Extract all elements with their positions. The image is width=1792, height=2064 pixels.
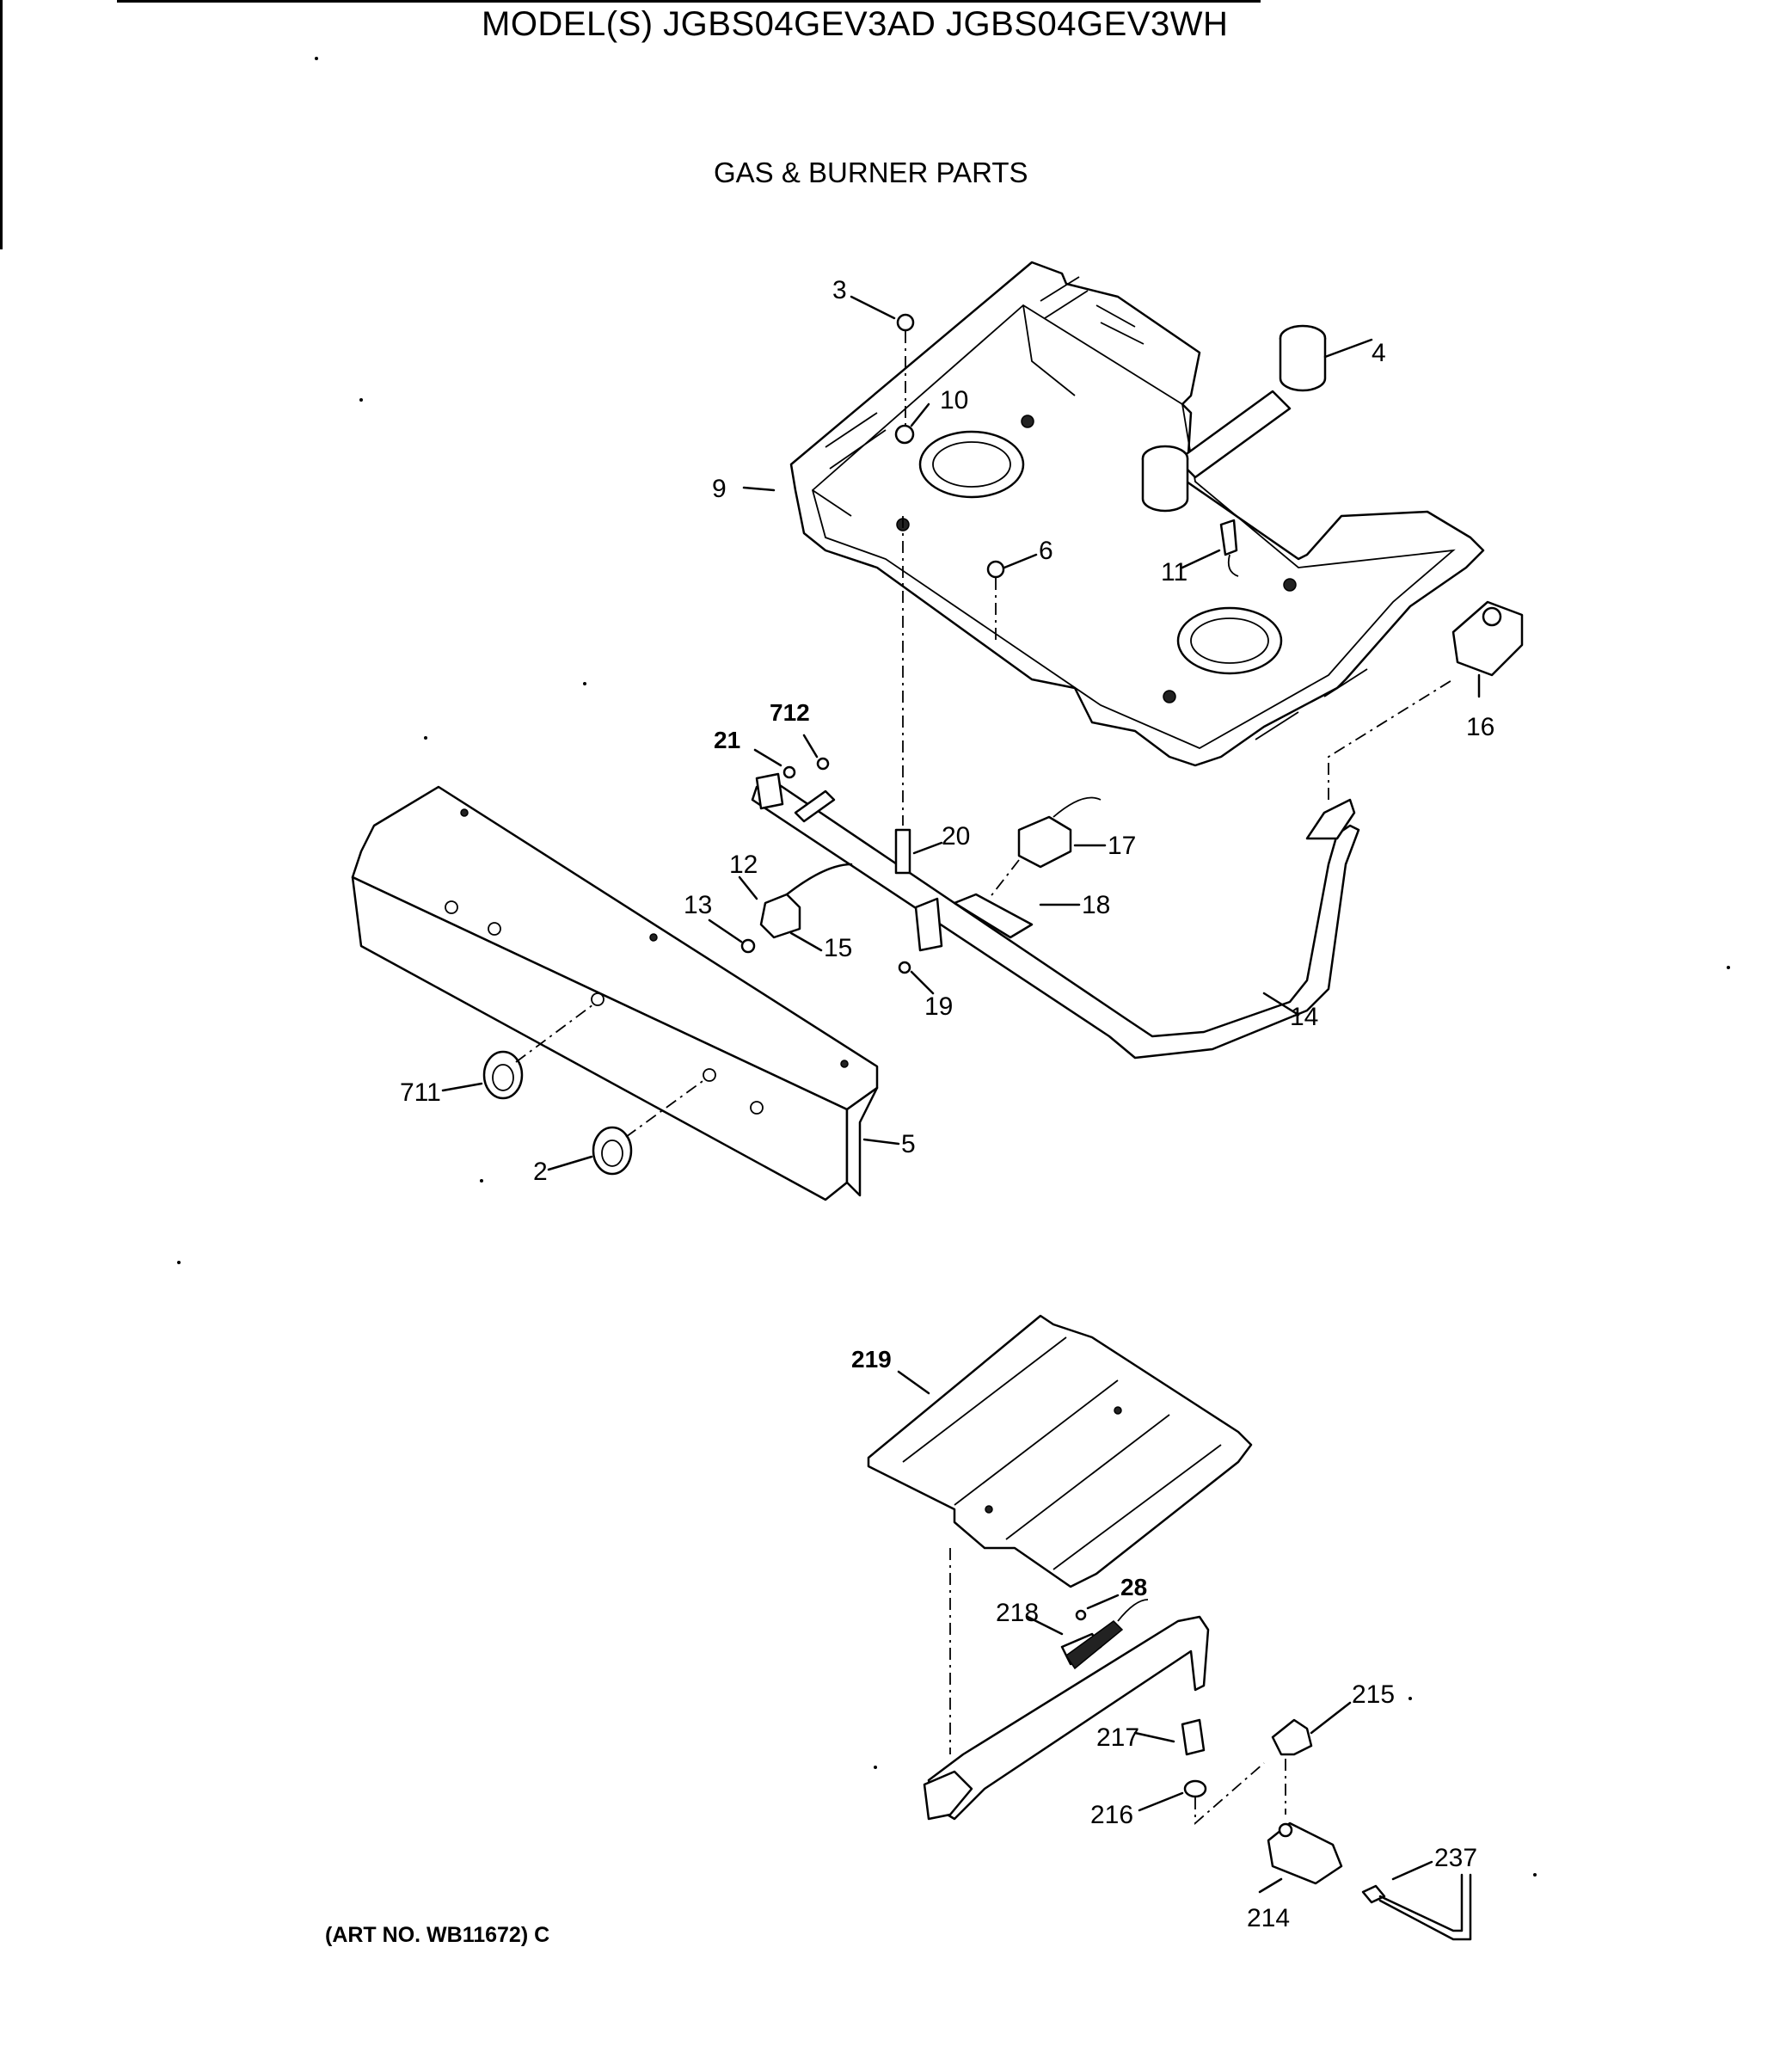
callout-12: 12: [729, 851, 758, 879]
callout-20: 20: [942, 822, 970, 851]
burner-baffle-part-219: [867, 1314, 1253, 1588]
section-title: GAS & BURNER PARTS: [714, 157, 1028, 188]
page-edge-mark: [0, 0, 3, 249]
callout-217: 217: [1096, 1723, 1139, 1752]
callout-16: 16: [1466, 713, 1494, 741]
callout-215: 215: [1352, 1680, 1395, 1709]
callout-218: 218: [996, 1599, 1039, 1627]
callout-712: 712: [770, 699, 810, 726]
screw-part-6: [986, 553, 1038, 641]
callout-21: 21: [714, 727, 740, 753]
callout-28: 28: [1120, 1574, 1147, 1600]
nut-part-216: [1138, 1762, 1265, 1825]
art-number: (ART NO. WB11672) C: [325, 1923, 550, 1947]
callout-2: 2: [533, 1158, 548, 1186]
callout-9: 9: [712, 475, 727, 503]
switch-part-17: [1017, 796, 1107, 869]
callout-10: 10: [940, 386, 968, 415]
screw-part-19: [898, 897, 943, 995]
safety-valve-part-214: [1258, 1821, 1343, 1894]
manifold-part-14: [751, 679, 1454, 1060]
callout-6: 6: [1039, 537, 1053, 565]
callout-13: 13: [684, 891, 712, 919]
header-rule: [117, 0, 1261, 3]
burner-valve-part-4: [1141, 324, 1373, 513]
callout-219: 219: [851, 1346, 892, 1373]
screw-part-3: [850, 295, 915, 439]
burner-box-part-9: [789, 261, 1485, 767]
bracket-712: [753, 734, 836, 823]
model-title: MODEL(S) JGBS04GEV3AD JGBS04GEV3WH: [482, 5, 1229, 43]
oven-burner-part-217: [923, 1615, 1210, 1821]
grommet-part-10: [894, 402, 930, 445]
callout-15: 15: [824, 934, 852, 962]
manifold-panel-part-5: [351, 785, 900, 1201]
igniter-part-11: [1181, 519, 1239, 577]
callout-711: 711: [400, 1078, 441, 1107]
valve-part-15: [708, 863, 853, 954]
knob-part-2: [547, 1078, 706, 1176]
callout-18: 18: [1082, 891, 1110, 919]
bracket-part-215: [1271, 1701, 1352, 1815]
callout-3: 3: [832, 276, 847, 304]
callout-17: 17: [1108, 832, 1136, 860]
leader-9: [742, 486, 776, 492]
stud-part-20: [894, 828, 943, 875]
callout-237: 237: [1434, 1844, 1477, 1872]
knob-part-711: [441, 1004, 594, 1100]
callout-216: 216: [1090, 1801, 1133, 1829]
tube-part-237: [1361, 1860, 1472, 1941]
callout-19: 19: [924, 992, 953, 1021]
callout-14: 14: [1290, 1003, 1318, 1031]
scan-specks: [177, 57, 1730, 1877]
callout-5: 5: [901, 1130, 916, 1158]
callout-4: 4: [1372, 339, 1386, 367]
igniter-part-218: [1026, 1594, 1149, 1670]
callout-11: 11: [1161, 558, 1188, 587]
callout-214: 214: [1247, 1904, 1290, 1932]
plate-part-18: [953, 859, 1081, 939]
valve-part-16: [1451, 600, 1524, 698]
